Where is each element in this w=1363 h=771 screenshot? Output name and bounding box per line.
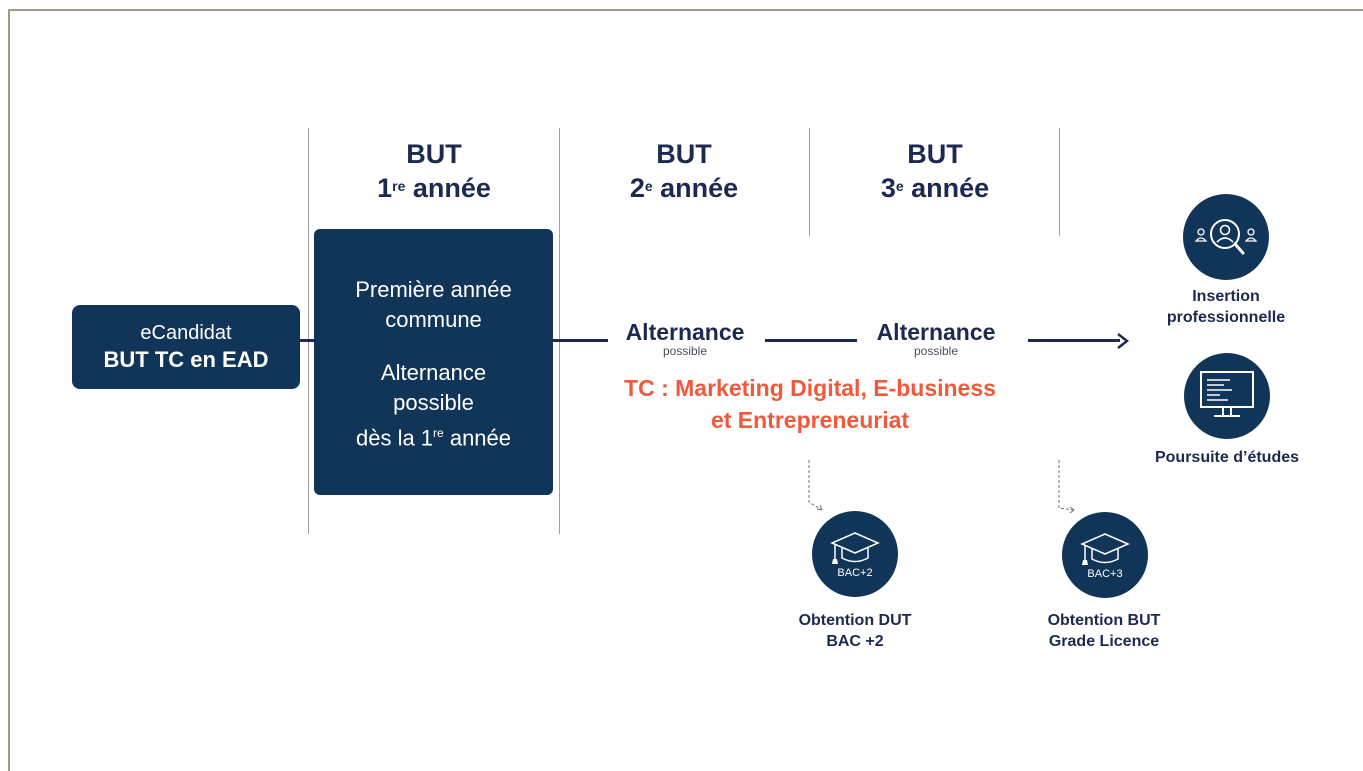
first-year-box: Première année commune Alternance possib… [314,229,553,495]
column-separator [559,128,560,534]
alternance-label: Alternance [876,319,996,345]
dashed-arrow [808,460,823,511]
specialty-line: et Entrepreneuriat [710,407,910,433]
diploma-bac3-label: Obtention BUT Grade Licence [1019,610,1189,652]
first-year-alternance: Alternance possible dès la 1re année [314,358,553,453]
first-year-title-line: Première année [355,277,512,302]
graduation-cap-icon [1080,533,1130,565]
insertion-label: Insertion professionnelle [1146,286,1306,328]
entry-label: eCandidat [140,322,232,344]
people-search-icon [1194,219,1258,255]
dashed-arrow [1058,460,1075,514]
connector-line [1028,339,1120,342]
graduation-cap-icon [830,532,880,564]
alternance-year-2: Alternance possible [600,320,770,358]
diagram-frame [8,9,1363,771]
outcome-line: professionnelle [1166,309,1286,326]
column-separator [809,128,810,236]
specialty-label: TC : Marketing Digital, E-business et En… [570,372,1050,436]
column-header-year-2: BUT 2e année [584,137,784,205]
column-header-title: BUT [907,139,963,169]
column-header-year-1: BUT 1re année [334,137,534,205]
alternance-from-year: dès la 1re année [355,425,512,451]
arrow-head-icon [1117,333,1130,349]
first-year-title: Première année commune [314,275,553,335]
column-header-title: BUT [656,139,712,169]
alternance-sub: possible [913,344,959,358]
entry-title: BUT TC en EAD [103,347,269,372]
column-separator [1059,128,1060,236]
diploma-line: Grade Licence [1048,633,1160,650]
alternance-year-3: Alternance possible [851,320,1021,358]
column-header-title: BUT [406,139,462,169]
column-separator [308,128,309,534]
alternance-title: Alternance [380,360,487,385]
column-header-year-3: BUT 3e année [835,137,1035,205]
diploma-cap-text: BAC+2 [837,567,873,579]
first-year-title-line: commune [385,307,482,332]
connector-line [552,339,608,342]
column-header-year: 3e année [880,173,990,203]
diploma-line: Obtention BUT [1047,612,1161,629]
specialty-line: TC : Marketing Digital, E-business [624,375,996,401]
connector-line [300,339,316,342]
alternance-possible: possible [393,390,474,415]
insertion-badge [1183,194,1269,280]
alternance-sub: possible [662,344,708,358]
diploma-line: BAC +2 [826,633,884,650]
diploma-line: Obtention DUT [798,612,912,629]
diploma-cap-text: BAC+3 [1087,568,1123,580]
entry-box: eCandidat BUT TC en EAD [72,305,300,389]
outcome-line: Poursuite d’études [1154,449,1300,466]
connector-line [765,339,857,342]
diploma-bac2-badge: BAC+2 [812,511,898,597]
alternance-label: Alternance [625,319,745,345]
studies-badge [1184,353,1270,439]
monitor-icon [1200,371,1254,417]
diploma-bac3-badge: BAC+3 [1062,512,1148,598]
diploma-bac2-label: Obtention DUT BAC +2 [770,610,940,652]
studies-label: Poursuite d’études [1136,447,1318,468]
column-header-year: 1re année [377,173,491,203]
outcome-line: Insertion [1192,288,1260,305]
column-header-year: 2e année [629,173,739,203]
